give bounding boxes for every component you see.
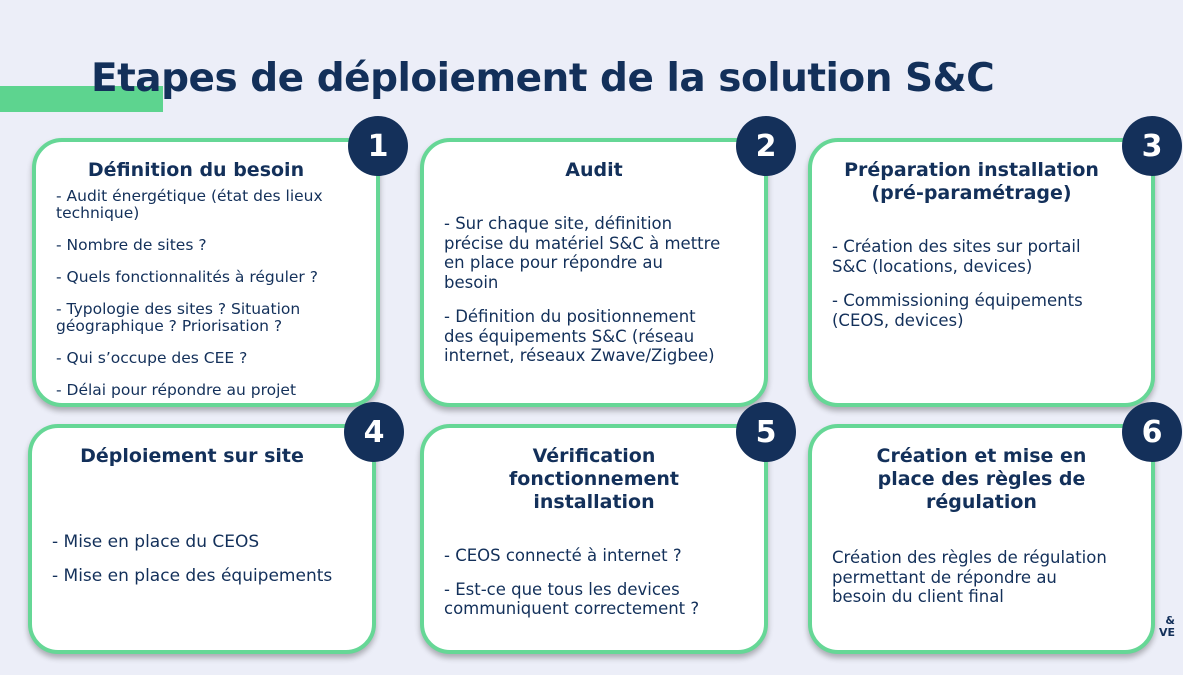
step-item: - Mise en place des équipements bbox=[52, 566, 333, 586]
step-item: - Définition du positionnement des équip… bbox=[444, 307, 715, 365]
step-card-1: Définition du besoin - Audit énergétique… bbox=[32, 138, 380, 407]
step-title: Vérification fonctionnement installation bbox=[509, 445, 679, 513]
step-items: - Création des sites sur portail S&C (lo… bbox=[832, 237, 1137, 330]
step-card-2: Audit - Sur chaque site, définition préc… bbox=[420, 138, 768, 407]
step-title: Définition du besoin bbox=[87, 159, 305, 181]
step-card-6: Création et mise en place des règles de … bbox=[808, 424, 1155, 654]
brand-logo-fragment: & VE bbox=[1158, 614, 1175, 639]
step-item: - Mise en place du CEOS bbox=[52, 532, 260, 552]
step-card-5: Vérification fonctionnement installation… bbox=[420, 424, 768, 654]
step-item: - Qui s’occupe des CEE ? bbox=[56, 349, 248, 367]
title-accent-bar bbox=[0, 86, 163, 112]
step-title: Déploiement sur site bbox=[80, 445, 304, 467]
step-number-badge-6: 6 bbox=[1122, 402, 1182, 462]
step-item: - Est-ce que tous les devices communique… bbox=[444, 579, 700, 619]
step-items: - Sur chaque site, définition précise du… bbox=[444, 214, 750, 366]
step-item: - Sur chaque site, définition précise du… bbox=[444, 214, 721, 292]
step-items: Création des règles de régulation permet… bbox=[832, 548, 1137, 607]
step-item: - CEOS connecté à internet ? bbox=[444, 546, 682, 565]
step-item: Création des règles de régulation permet… bbox=[832, 548, 1107, 606]
step-number-badge-1: 1 bbox=[348, 116, 408, 176]
step-item: - Audit énergétique (état des lieux tech… bbox=[56, 187, 323, 222]
step-item: - Quels fonctionnalités à réguler ? bbox=[56, 268, 318, 286]
step-item: - Commissioning équipements (CEOS, devic… bbox=[832, 291, 1083, 330]
step-number-badge-3: 3 bbox=[1122, 116, 1182, 176]
step-title: Préparation installation (pré-paramétrag… bbox=[844, 159, 1099, 204]
slide-title: Etapes de déploiement de la solution S&C bbox=[91, 56, 995, 101]
step-number-badge-5: 5 bbox=[736, 402, 796, 462]
step-number-badge-2: 2 bbox=[736, 116, 796, 176]
step-title: Création et mise en place des règles de … bbox=[876, 445, 1087, 513]
step-item: - Délai pour répondre au projet bbox=[56, 381, 297, 399]
step-items: - Audit énergétique (état des lieux tech… bbox=[56, 188, 362, 399]
step-item: - Typologie des sites ? Situation géogra… bbox=[56, 300, 301, 335]
step-items: - Mise en place du CEOS - Mise en place … bbox=[52, 532, 358, 586]
step-card-4: Déploiement sur site - Mise en place du … bbox=[28, 424, 376, 654]
step-items: - CEOS connecté à internet ? - Est-ce qu… bbox=[444, 546, 750, 619]
step-title: Audit bbox=[565, 159, 623, 181]
step-item: - Nombre de sites ? bbox=[56, 236, 207, 254]
step-item: - Création des sites sur portail S&C (lo… bbox=[832, 237, 1081, 276]
step-card-3: Préparation installation (pré-paramétrag… bbox=[808, 138, 1155, 407]
step-number-badge-4: 4 bbox=[344, 402, 404, 462]
